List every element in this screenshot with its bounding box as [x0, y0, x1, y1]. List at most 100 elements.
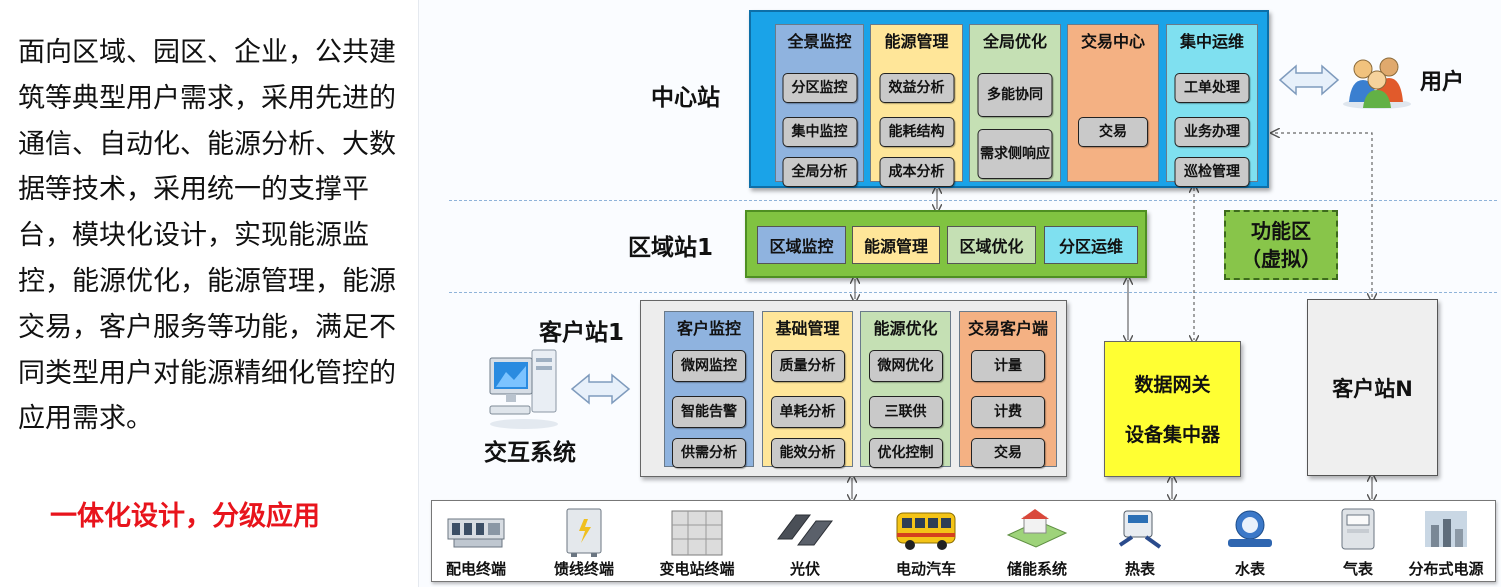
interaction-system-label: 交互系统 [484, 440, 576, 466]
module-item: 微网优化 [868, 350, 943, 382]
device: 储能系统 [987, 503, 1087, 581]
module-item: 智能告警 [672, 396, 746, 428]
feeder-terminal-icon [566, 508, 602, 557]
device-label: 分布式电源 [1408, 560, 1484, 578]
device: 配电终端 [426, 503, 526, 581]
module-item: 分区监控 [782, 73, 857, 103]
center-col: 全局优化多能协同需求侧响应 [969, 24, 1061, 182]
module-item: 交易 [971, 438, 1045, 468]
double-arrow-user [1278, 64, 1340, 96]
client-col: 客户监控微网监控智能告警供需分析 [664, 311, 754, 468]
device: 电动汽车 [876, 503, 976, 581]
device-label: 馈线终端 [553, 560, 614, 578]
module-title: 能源管理 [884, 32, 949, 51]
user-label: 用户 [1420, 70, 1465, 95]
function-zone-line1: 功能区 [1251, 219, 1311, 243]
users-icon [1343, 57, 1411, 109]
device: 水表 [1200, 503, 1300, 581]
connector-center-clientn [1275, 133, 1372, 298]
device: 光伏 [755, 503, 855, 581]
region-item: 能源管理 [852, 226, 940, 264]
module-item: 集中监控 [782, 117, 857, 147]
region-station: 区域监控 能源管理 区域优化 分区运维 [745, 210, 1147, 278]
module-item: 多能协同 [977, 73, 1053, 117]
module-item: 单耗分析 [770, 396, 845, 428]
module-title: 基础管理 [775, 319, 840, 338]
center-col: 全景监控分区监控集中监控全局分析 [775, 24, 864, 187]
module-item: 需求侧响应 [977, 129, 1053, 179]
slogan: 一体化设计，分级应用 [50, 501, 320, 532]
device-label: 变电站终端 [659, 560, 735, 578]
module-item: 供需分析 [672, 438, 746, 468]
module-item: 效益分析 [879, 73, 954, 103]
device: 分布式电源 [1396, 503, 1496, 581]
center-station: 全景监控分区监控集中监控全局分析 能源管理效益分析能耗结构成本分析 全局优化多能… [749, 10, 1269, 188]
region-station-label: 区域站1 [628, 235, 714, 261]
device-label: 配电终端 [445, 560, 506, 578]
tier-divider [449, 292, 1497, 293]
device: 变电站终端 [647, 503, 747, 581]
function-zone: 功能区 （虚拟） [1224, 210, 1338, 280]
device-label: 气表 [1342, 560, 1373, 578]
gas-meter-icon [1341, 508, 1375, 550]
heat-meter-icon [1118, 510, 1162, 549]
module-item: 业务办理 [1174, 117, 1250, 147]
device-label: 水表 [1234, 560, 1265, 578]
solar-panel-icon [777, 514, 833, 546]
module-item: 微网监控 [672, 350, 746, 382]
module-item: 巡检管理 [1174, 157, 1250, 187]
module-item: 工单处理 [1174, 73, 1250, 103]
device-label: 储能系统 [1006, 560, 1067, 578]
region-item: 区域监控 [757, 226, 846, 264]
module-item: 计量 [971, 350, 1045, 382]
center-col: 集中运维工单处理业务办理巡检管理 [1166, 24, 1258, 187]
water-meter-icon [1228, 510, 1272, 547]
center-col: 能源管理效益分析能耗结构成本分析 [870, 24, 963, 187]
module-item: 能耗结构 [879, 117, 954, 147]
data-gateway-line1: 数据网关 [1134, 374, 1211, 396]
module-item: 计费 [971, 396, 1045, 428]
module-item: 能效分析 [770, 438, 845, 468]
module-item: 交易 [1078, 117, 1148, 147]
module-title: 交易中心 [1080, 32, 1145, 51]
client-col: 交易客户端计量计费交易 [959, 311, 1057, 468]
module-item: 优化控制 [868, 438, 943, 468]
distributed-power-icon [1425, 511, 1467, 547]
region-item: 区域优化 [947, 226, 1036, 264]
module-title: 客户监控 [676, 319, 741, 338]
client-station-n: 客户站N [1307, 299, 1438, 476]
module-item: 质量分析 [770, 350, 845, 382]
device-bar: 配电终端 馈线终端 变电站终端 光伏 电动汽车 [431, 500, 1496, 582]
substation-terminal-icon [671, 510, 723, 556]
module-title: 交易客户端 [967, 319, 1048, 338]
module-item: 三联供 [868, 396, 943, 428]
module-title: 能源优化 [873, 319, 938, 338]
module-title: 全景监控 [787, 32, 852, 51]
center-station-label: 中心站 [651, 85, 720, 111]
tier-divider [449, 200, 1497, 201]
computer-icon [489, 349, 558, 429]
client-station-1-label: 客户站1 [539, 320, 625, 346]
module-title: 全局优化 [982, 32, 1047, 51]
client-station-1: 客户监控微网监控智能告警供需分析 基础管理质量分析单耗分析能效分析 能源优化微网… [640, 300, 1067, 477]
description-text: 面向区域、园区、企业，公共建筑等典型用户需求，采用先进的通信、自动化、能源分析、… [18, 37, 396, 435]
electric-bus-icon [896, 512, 956, 550]
client-col: 能源优化微网优化三联供优化控制 [860, 311, 951, 468]
distribution-terminal-icon [447, 518, 505, 548]
region-item: 分区运维 [1044, 226, 1138, 264]
function-zone-line2: （虚拟） [1241, 247, 1321, 271]
device: 气表 [1308, 503, 1408, 581]
energy-storage-icon [1006, 509, 1068, 548]
double-arrow-interaction [570, 373, 631, 405]
device-label: 光伏 [789, 560, 820, 578]
device: 热表 [1090, 503, 1190, 581]
module-item: 全局分析 [782, 157, 857, 187]
client-col: 基础管理质量分析单耗分析能效分析 [762, 311, 853, 468]
device-label: 热表 [1124, 560, 1155, 578]
data-gateway: 数据网关 设备集中器 [1104, 341, 1241, 477]
module-item: 成本分析 [879, 157, 954, 187]
device: 馈线终端 [534, 503, 634, 581]
module-title: 集中运维 [1179, 32, 1244, 51]
device-label: 电动汽车 [895, 560, 956, 578]
